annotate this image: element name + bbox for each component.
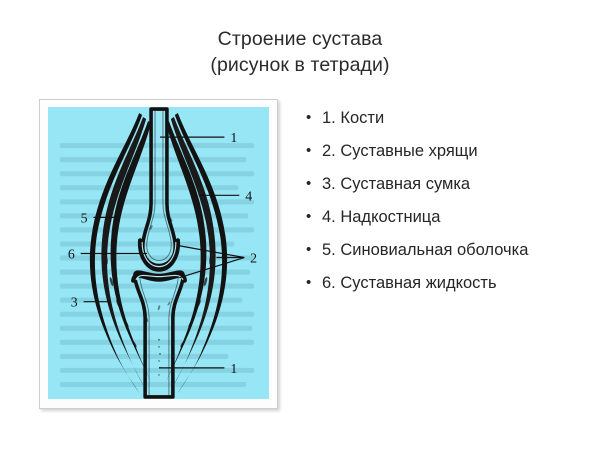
bullet-icon: •	[306, 175, 312, 192]
joint-capsule-outer-left	[89, 113, 143, 393]
periosteum-right	[170, 117, 216, 389]
callout-numbers: 1 4 5 6 2 3 1	[68, 131, 257, 377]
synovial-membrane-left	[110, 121, 152, 382]
page-title: Строение сустава (рисунок в тетради)	[0, 26, 600, 78]
list-item: • 4. Надкостница	[306, 205, 592, 229]
joint-capsule-outer-right	[174, 113, 228, 393]
list-item: • 5. Синовиальная оболочка	[306, 238, 592, 262]
callout-6: 6	[68, 247, 75, 262]
leader-line-2-fork-b	[179, 256, 245, 279]
callout-leader-lines	[80, 136, 245, 369]
page-title-line-1: Строение сустава	[217, 28, 383, 50]
periosteum-left	[101, 117, 147, 389]
callout-1-bottom: 1	[230, 362, 237, 377]
synovial-membrane-right	[165, 121, 207, 382]
list-item-label: 5. Синовиальная оболочка	[322, 241, 529, 259]
bullet-icon: •	[306, 241, 312, 258]
list-item-label: 4. Надкостница	[322, 208, 441, 226]
articular-cartilage-lower-highlight	[135, 274, 184, 281]
synovial-fluid-cavity	[145, 217, 173, 323]
list-item-label: 1. Кости	[322, 109, 385, 127]
callout-2: 2	[250, 251, 257, 266]
callout-4: 4	[245, 189, 252, 204]
list-item-label: 2. Суставные хрящи	[322, 142, 478, 160]
articular-cartilage-lower	[131, 273, 187, 283]
callout-1-top: 1	[230, 131, 237, 146]
bullet-icon: •	[306, 109, 312, 126]
list-item: • 6. Суставная жидкость	[306, 271, 592, 295]
joint-diagram-illustration: 1 4 5 6 2 3 1	[59, 107, 257, 399]
bullet-icon: •	[306, 274, 312, 291]
callout-3: 3	[71, 296, 78, 311]
leader-line-2-fork-a	[177, 244, 245, 259]
legend-list: • 1. Кости • 2. Суставные хрящи • 3. Сус…	[306, 106, 592, 304]
list-item: • 1. Кости	[306, 106, 592, 130]
list-item-label: 3. Суставная сумка	[322, 175, 471, 193]
bone-lower	[132, 270, 185, 399]
list-item: • 3. Суставная сумка	[306, 172, 592, 196]
bone-upper	[141, 107, 177, 268]
bone-upper-inner-contour	[146, 111, 172, 261]
bullet-icon: •	[306, 142, 312, 159]
bullet-icon: •	[306, 208, 312, 225]
list-item: • 2. Суставные хрящи	[306, 139, 592, 163]
callout-5: 5	[81, 211, 88, 226]
list-item-label: 6. Суставная жидкость	[322, 274, 497, 292]
joint-diagram-canvas: 1 4 5 6 2 3 1	[48, 107, 269, 399]
joint-diagram-frame: 1 4 5 6 2 3 1	[39, 99, 278, 409]
page-title-line-2: (рисунок в тетради)	[210, 54, 390, 76]
